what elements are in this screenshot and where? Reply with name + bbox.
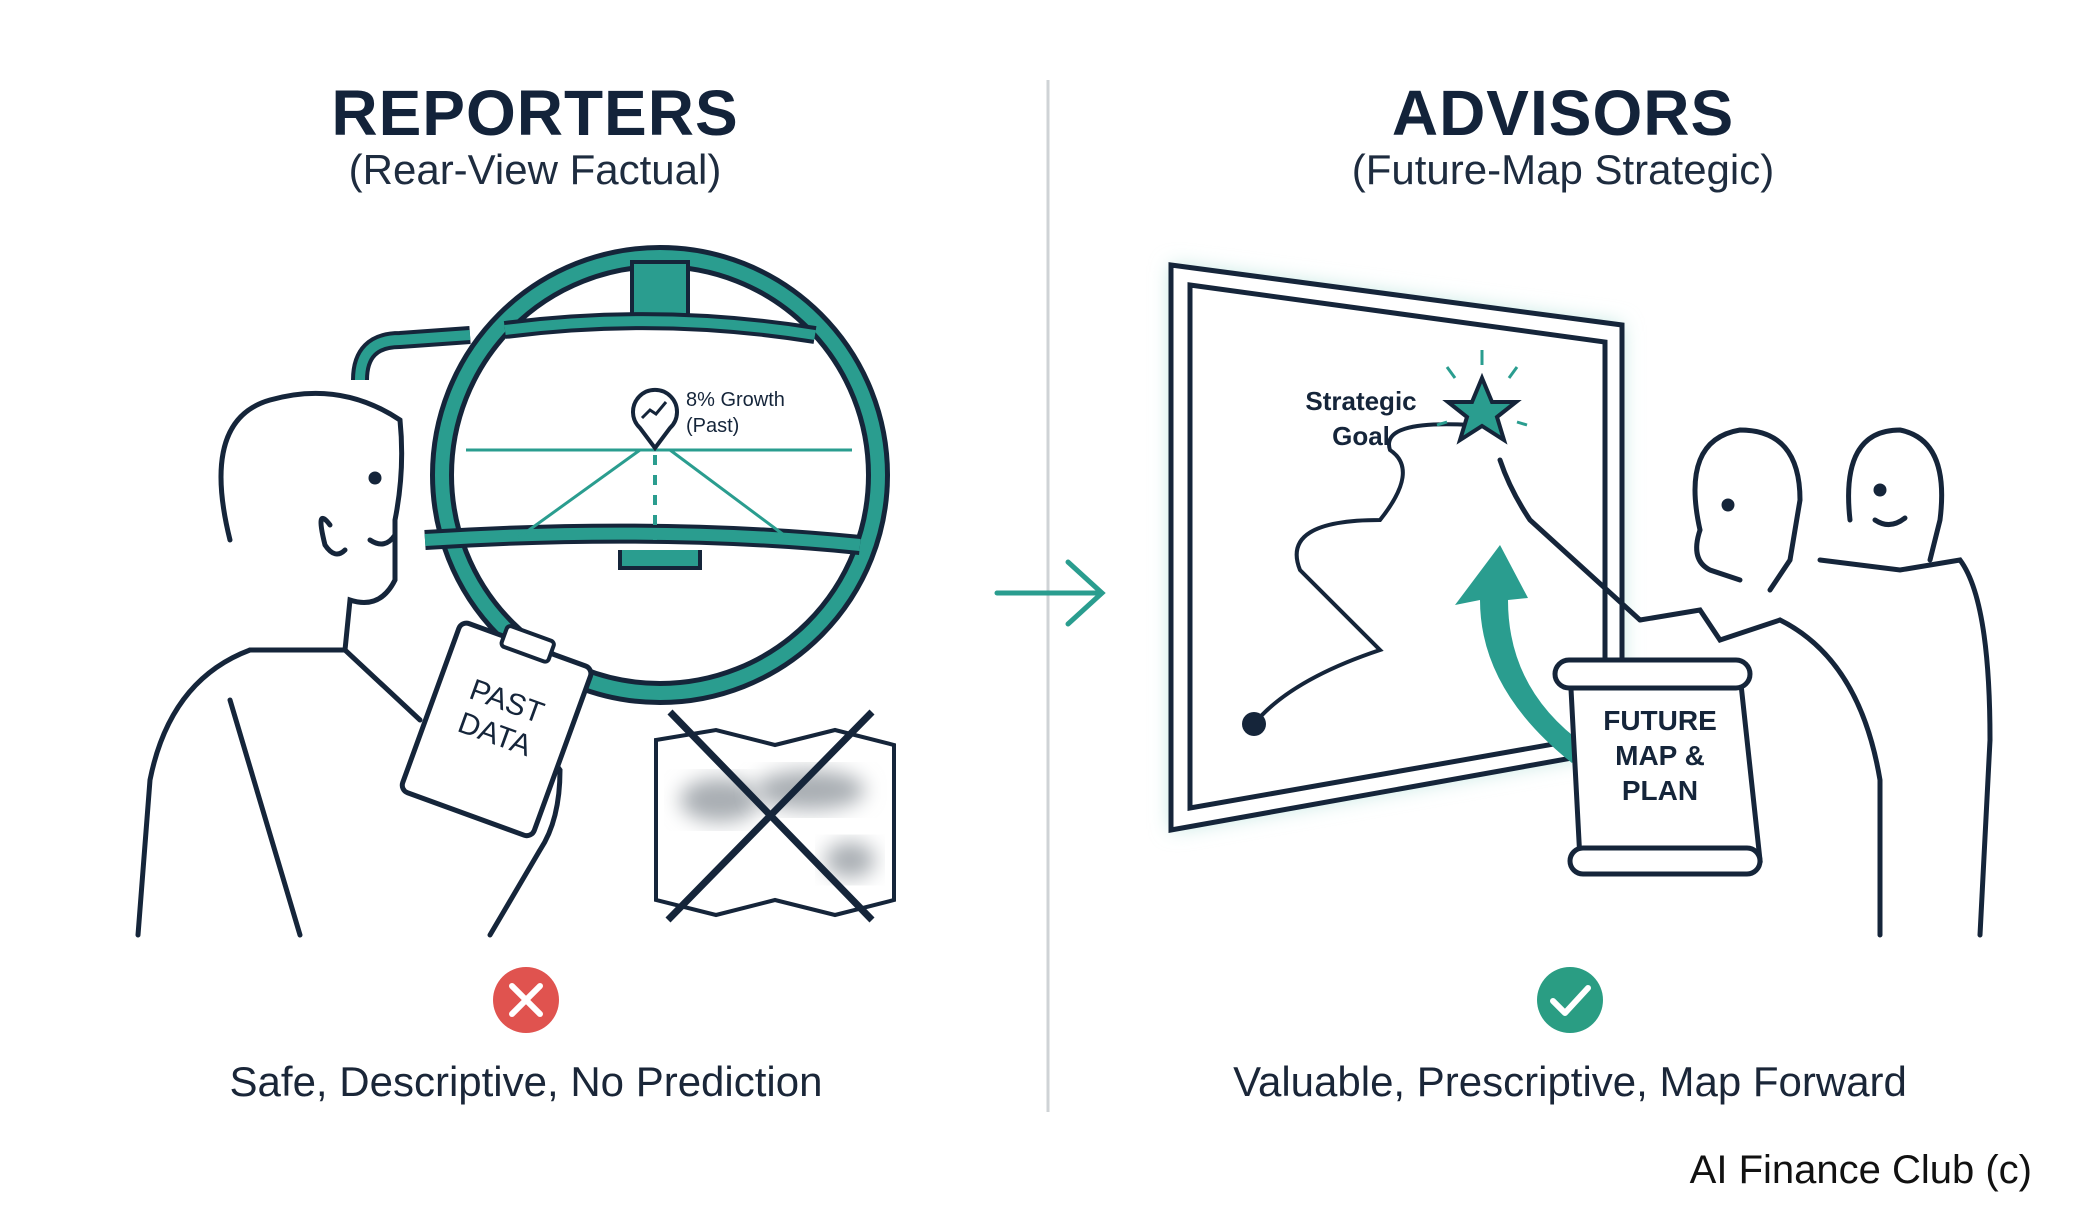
mirror-label-1: 8% Growth [686, 389, 785, 411]
scroll-text-2: MAP & [1615, 740, 1705, 771]
clipboard: PAST DATA [399, 620, 594, 839]
goal-label-1: Strategic [1305, 386, 1416, 416]
x-circle-icon [493, 967, 559, 1033]
mirror-label-2: (Past) [686, 415, 739, 437]
scroll-text-1: FUTURE [1603, 705, 1717, 736]
watermark: AI Finance Club (c) [1689, 1148, 2032, 1192]
advisors-title: ADVISORS [1391, 77, 1735, 149]
strategy-board: Strategic Goal [1168, 262, 1625, 833]
goal-label-2: Goal [1332, 421, 1390, 451]
advisors-caption: Valuable, Prescriptive, Map Forward [1233, 1058, 1907, 1105]
reporter-person [135, 390, 563, 938]
scroll-text-3: PLAN [1622, 775, 1698, 806]
reporters-caption: Safe, Descriptive, No Prediction [229, 1058, 823, 1105]
growth-pin-icon [631, 387, 679, 452]
star-icon [1436, 350, 1528, 445]
advisors-subtitle: (Future-Map Strategic) [1351, 146, 1775, 193]
crossed-map-icon [654, 709, 896, 923]
check-circle-icon [1537, 967, 1603, 1033]
arrow-right-icon [994, 559, 1106, 627]
future-plan-scroll: FUTURE MAP & PLAN [1552, 657, 1763, 877]
upward-arrow [1455, 545, 1585, 763]
advisor-people [1497, 427, 1993, 938]
reporters-title: REPORTERS [331, 77, 739, 149]
rear-view-mirror: 8% Growth (Past) [351, 245, 890, 705]
reporters-subtitle: (Rear-View Factual) [348, 146, 722, 193]
